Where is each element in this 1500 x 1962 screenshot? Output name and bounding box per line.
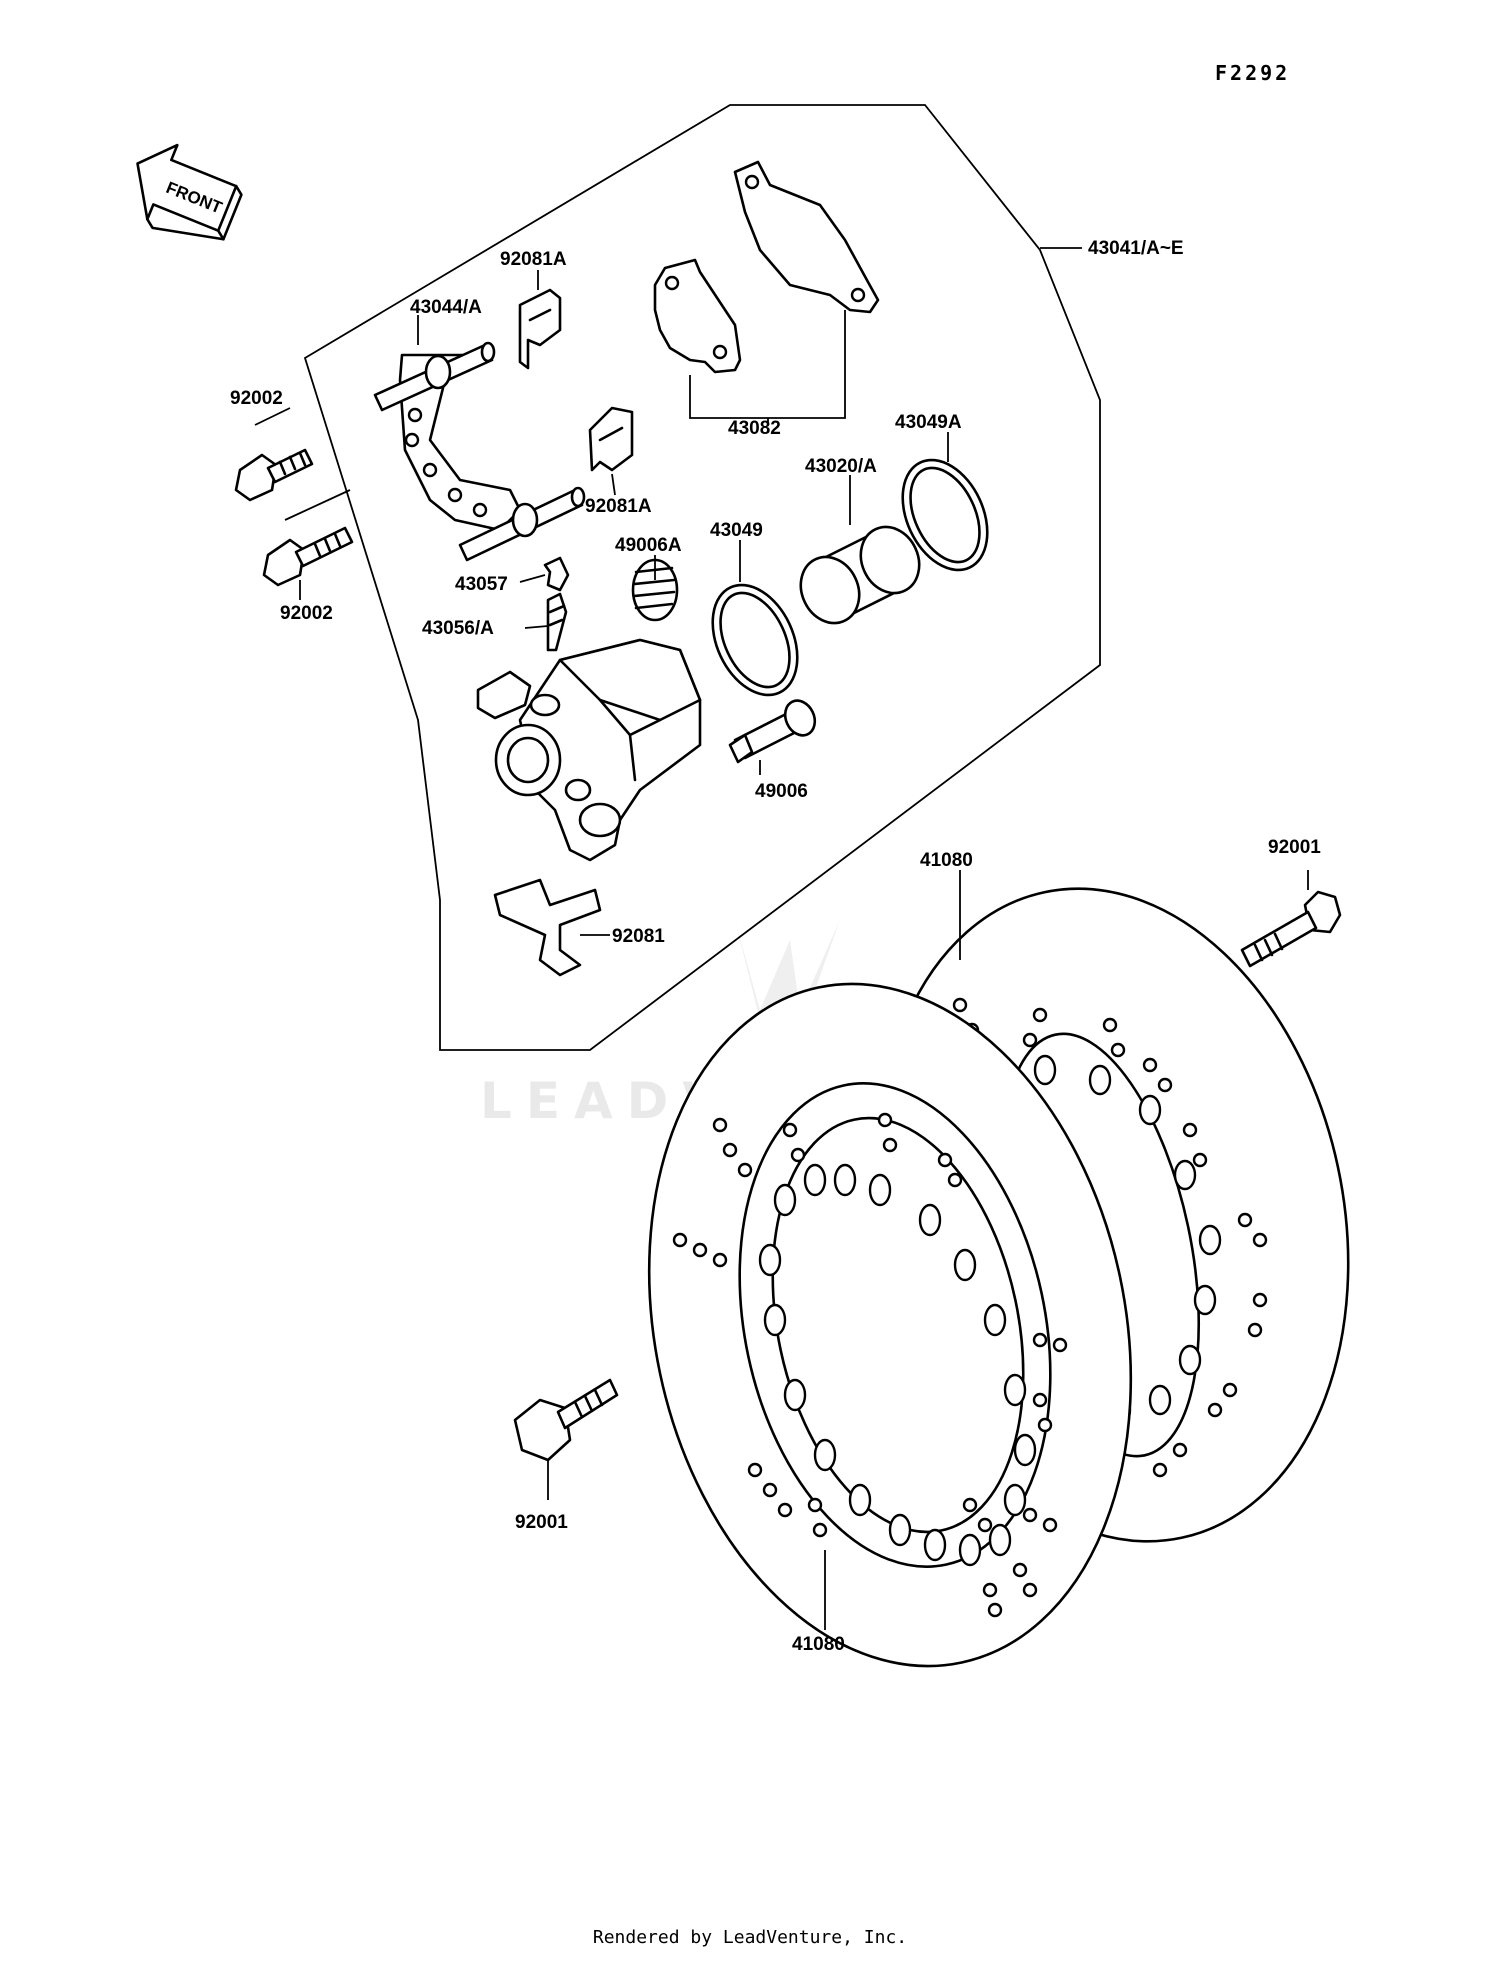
brake-pads <box>653 160 880 425</box>
label-spring-bottom: 92081 <box>612 926 665 947</box>
label-piston: 43020/A <box>805 456 877 477</box>
label-seal: 43049 <box>710 520 763 541</box>
bleed-cap <box>543 556 570 592</box>
label-bolt-lower: 92002 <box>280 603 333 624</box>
label-cap: 43057 <box>455 574 508 595</box>
disc-screw-left <box>513 1378 619 1462</box>
bolt-lower <box>262 526 354 587</box>
label-holder: 43044/A <box>410 297 482 318</box>
label-bleed-valve: 43056/A <box>422 618 494 639</box>
label-screw-right: 92001 <box>1268 837 1321 858</box>
label-spring-top: 92081A <box>500 249 567 270</box>
dust-boot <box>631 558 679 622</box>
bolt-upper <box>234 448 314 502</box>
label-seal-a: 43049A <box>895 412 962 433</box>
label-caliper-assy: 43041/A~E <box>1088 238 1184 259</box>
front-arrow-icon: FRONT <box>136 143 243 241</box>
label-disc-back: 41080 <box>920 850 973 871</box>
pad-spring-top <box>518 288 562 370</box>
figure-id: F2292 <box>1215 61 1290 85</box>
label-pin: 49006 <box>755 781 808 802</box>
label-boot: 49006A <box>615 535 682 556</box>
caliper-assembly-outline <box>303 104 1101 1051</box>
piston-seal <box>711 583 799 697</box>
holder-bracket <box>373 341 586 562</box>
dust-seal <box>901 458 989 572</box>
label-disc-front: 41080 <box>792 1634 845 1655</box>
slide-pin <box>728 699 817 764</box>
brake-disc-front <box>647 982 1133 1668</box>
label-bolt-upper: 92002 <box>230 388 283 409</box>
part-labels: 43041/A~E 43044/A 92081A 92002 92002 430… <box>230 238 1321 1655</box>
disc-screw-right <box>1240 890 1342 968</box>
label-screw-left: 92001 <box>515 1512 568 1533</box>
caliper-body <box>476 638 702 862</box>
piston <box>799 525 921 625</box>
label-pads: 43082 <box>728 418 781 439</box>
label-spring-mid: 92081A <box>585 496 652 517</box>
footer-credit: Rendered by LeadVenture, Inc. <box>592 1927 908 1948</box>
bleed-valve <box>546 592 568 652</box>
pad-spring-middle <box>588 406 634 472</box>
pad-spring-bottom <box>493 878 602 977</box>
leader-lines <box>254 247 1309 1630</box>
